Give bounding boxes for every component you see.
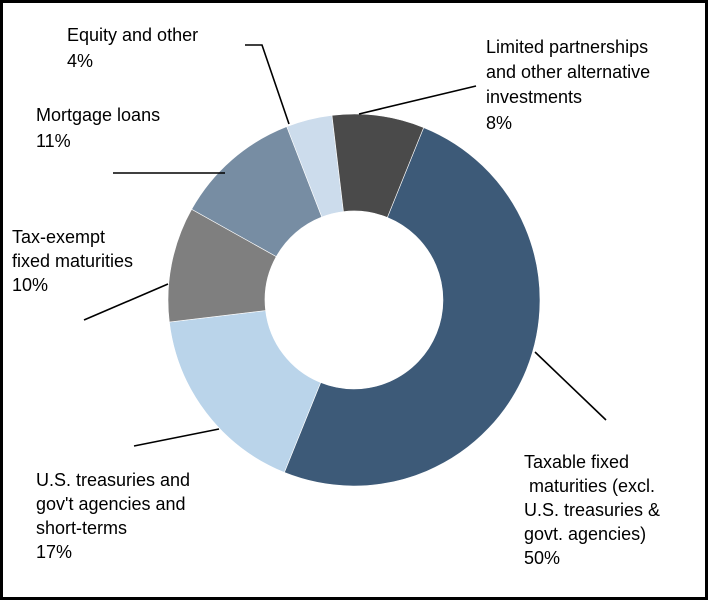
leader-line-tax-exempt — [83, 283, 169, 321]
leader-line-taxable-fixed-maturities — [534, 351, 607, 421]
donut-slice-us-treasuries — [168, 310, 322, 473]
slice-label-taxable-fixed-maturities: Taxable fixed maturities (excl. U.S. tre… — [524, 452, 665, 568]
slice-label-us-treasuries: U.S. treasuries and gov't agencies and s… — [36, 470, 195, 562]
slice-labels: Taxable fixed maturities (excl. U.S. tre… — [12, 25, 665, 568]
slice-label-limited-partnerships: Limited partnerships and other alternati… — [486, 37, 655, 133]
donut-slice-taxable-fixed-maturities — [283, 127, 541, 487]
slice-label-mortgage-loans: Mortgage loans 11% — [36, 105, 165, 151]
leader-line-us-treasuries — [133, 428, 220, 447]
leader-line-equity-and-other — [245, 44, 290, 125]
leader-line-limited-partnerships — [358, 85, 477, 115]
slice-label-equity-and-other: Equity and other 4% — [67, 25, 203, 71]
slice-label-tax-exempt: Tax-exempt fixed maturities 10% — [12, 227, 138, 295]
leader-lines — [83, 44, 607, 447]
donut-slices — [167, 113, 541, 487]
donut-slice-limited-partnerships — [331, 113, 425, 218]
